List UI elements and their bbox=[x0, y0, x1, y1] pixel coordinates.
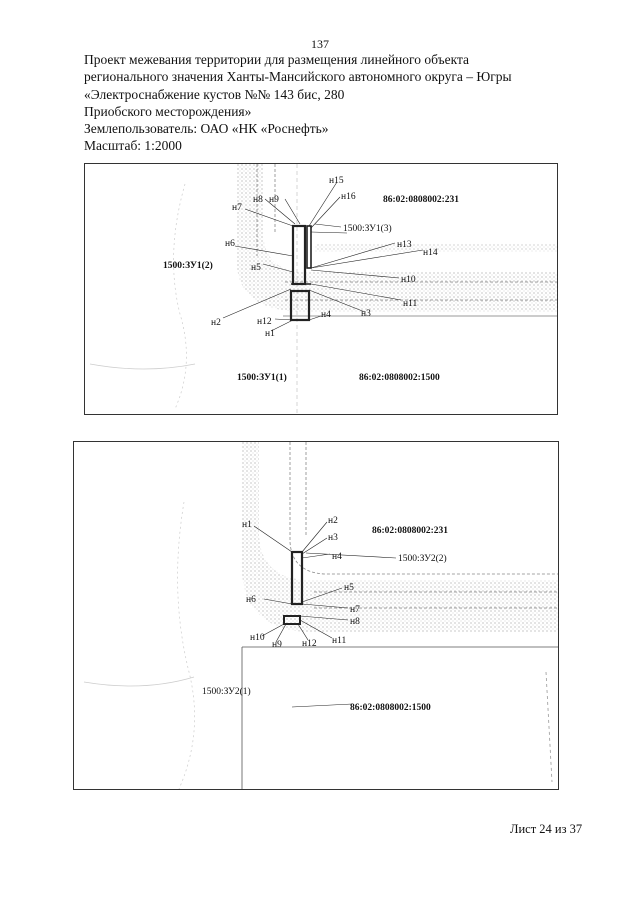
header-line-4: Приобского месторождения» bbox=[84, 103, 252, 119]
survey-map-1: н7 н8 н9 н15 н16 н6 н5 н13 н14 н10 н11 н… bbox=[84, 163, 558, 415]
page-number: 137 bbox=[311, 37, 329, 51]
parcel-zu1-1 bbox=[289, 289, 311, 322]
point-label-n16: н16 bbox=[341, 192, 356, 202]
terrain-line bbox=[177, 501, 195, 789]
header-line-5: Землепользователь: ОАО «НК «Роснефть» bbox=[84, 121, 329, 137]
leader-lines bbox=[222, 181, 424, 332]
terrain-line bbox=[545, 671, 553, 783]
point-label-n1: н1 bbox=[265, 329, 275, 339]
point-label-n3: н3 bbox=[361, 309, 371, 319]
point-label-n7: н7 bbox=[232, 203, 242, 213]
road-edge-line bbox=[289, 442, 558, 575]
parcel-label-zu2-1: 1500:ЗУ2(1) bbox=[202, 686, 251, 697]
cadastral-number-1500: 86:02:0808002:1500 bbox=[359, 373, 440, 383]
road-corridor bbox=[241, 442, 558, 632]
point-label-n1: н1 bbox=[242, 520, 252, 530]
point-label-n14: н14 bbox=[423, 248, 438, 258]
parcel-label-zu2-2: 1500:ЗУ2(2) bbox=[398, 553, 447, 564]
leader-lines bbox=[253, 521, 397, 708]
terrain-line bbox=[83, 676, 195, 687]
point-label-n11: н11 bbox=[403, 299, 417, 309]
point-label-n6: н6 bbox=[246, 595, 256, 605]
point-label-n2: н2 bbox=[328, 516, 338, 526]
document-header: Проект межевания территории для размещен… bbox=[84, 51, 604, 155]
point-label-n9: н9 bbox=[272, 640, 282, 650]
point-label-n10: н10 bbox=[401, 275, 416, 285]
point-label-n12: н12 bbox=[302, 639, 317, 649]
header-line-2: регионального значения Ханты-Мансийского… bbox=[84, 69, 512, 85]
point-label-n7: н7 bbox=[350, 605, 360, 615]
map-1-drawing: н7 н8 н9 н15 н16 н6 н5 н13 н14 н10 н11 н… bbox=[89, 164, 557, 414]
cadastral-number-1500: 86:02:0808002:1500 bbox=[350, 703, 431, 713]
survey-map-2: н1 н2 н3 н4 н5 н6 н7 н8 н9 н10 н11 н12 1… bbox=[73, 441, 559, 790]
parcel-label-zu1-3: 1500:ЗУ1(3) bbox=[343, 223, 392, 234]
header-line-1: Проект межевания территории для размещен… bbox=[84, 52, 470, 67]
point-label-n6: н6 bbox=[225, 239, 235, 249]
point-label-n15: н15 bbox=[329, 176, 344, 186]
map-2-drawing: н1 н2 н3 н4 н5 н6 н7 н8 н9 н10 н11 н12 1… bbox=[83, 442, 558, 789]
parcel-label-zu1-2: 1500:ЗУ1(2) bbox=[163, 260, 213, 271]
terrain-line bbox=[173, 183, 187, 410]
point-label-n8: н8 bbox=[350, 617, 360, 627]
cadastral-number-231: 86:02:0808002:231 bbox=[383, 195, 459, 205]
parcel-label-zu1-1: 1500:ЗУ1(1) bbox=[237, 372, 287, 383]
point-label-n4: н4 bbox=[321, 310, 331, 320]
sheet-number: Лист 24 из 37 bbox=[510, 822, 583, 836]
point-label-n8: н8 bbox=[253, 195, 263, 205]
point-label-n13: н13 bbox=[397, 240, 412, 250]
road-strip bbox=[315, 244, 557, 252]
parcel-zu2-2 bbox=[290, 550, 304, 606]
point-label-n4: н4 bbox=[332, 552, 342, 562]
point-label-n12: н12 bbox=[257, 317, 272, 327]
point-label-n9: н9 bbox=[269, 195, 279, 205]
header-line-3: «Электроснабжение кустов №№ 143 бис, 280 bbox=[84, 86, 345, 102]
header-line-6: Масштаб: 1:2000 bbox=[84, 138, 182, 154]
point-label-n5: н5 bbox=[344, 583, 354, 593]
road-corridor bbox=[236, 164, 557, 312]
point-label-n10: н10 bbox=[250, 633, 265, 643]
terrain-line bbox=[89, 363, 196, 370]
point-label-n5: н5 bbox=[251, 263, 261, 273]
parcel-zu1-3-strip bbox=[306, 225, 312, 269]
point-label-n2: н2 bbox=[211, 318, 221, 328]
point-label-n11: н11 bbox=[332, 636, 346, 646]
cadastral-number-231: 86:02:0808002:231 bbox=[372, 526, 448, 536]
point-label-n3: н3 bbox=[328, 533, 338, 543]
